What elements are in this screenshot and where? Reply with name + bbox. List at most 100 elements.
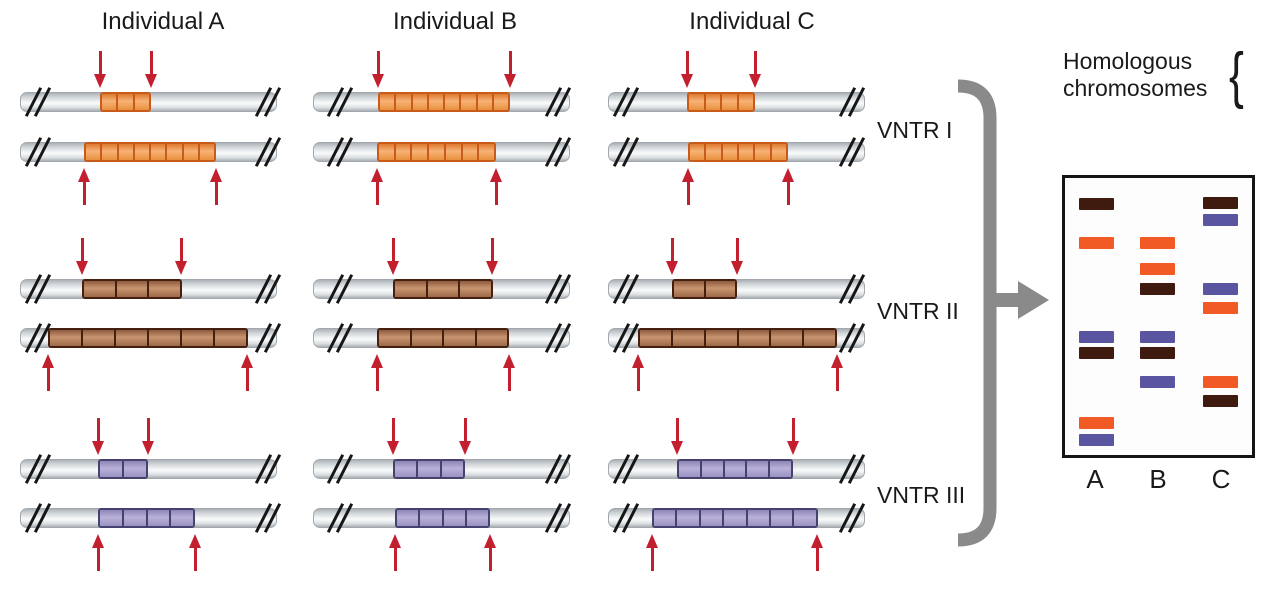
vntr-repeat-unit — [118, 144, 135, 160]
restriction-site-arrow — [93, 51, 107, 88]
gel-band-orange — [1203, 302, 1238, 314]
vntr-repeat-unit — [771, 510, 795, 526]
arrow-head — [209, 168, 222, 182]
vntr-repeat-unit — [183, 144, 200, 160]
vntr-repeat-block — [100, 92, 151, 112]
vntr-repeat-unit — [460, 281, 491, 297]
gel-band-brown — [1203, 197, 1238, 209]
vntr-repeat-unit — [412, 144, 430, 160]
restriction-site-arrow — [209, 168, 223, 205]
arrow-head — [144, 74, 157, 88]
individual-a-title: Individual A — [101, 8, 225, 35]
restriction-site-arrow — [77, 168, 91, 205]
vntr-repeat-unit — [151, 144, 168, 160]
vntr-repeat-unit — [86, 144, 103, 160]
restriction-site-arrow — [483, 534, 497, 571]
gel-band-brown — [1203, 395, 1238, 407]
homologous-line2: chromosomes — [1063, 75, 1208, 101]
arrow-stem — [636, 365, 640, 391]
vntr-i-label: VNTR I — [877, 117, 953, 143]
vntr-repeat-unit — [771, 330, 805, 346]
restriction-site-arrow — [681, 168, 695, 205]
restriction-site-arrow — [670, 418, 684, 455]
vntr-repeat-unit — [418, 461, 442, 477]
gel-band-purple — [1140, 331, 1175, 343]
vntr-repeat-unit — [706, 144, 723, 160]
arrow-head — [786, 441, 799, 455]
chromosome-bar — [20, 459, 277, 479]
vntr-repeat-unit — [134, 144, 151, 160]
arrow-stem — [246, 365, 250, 391]
arrow-stem — [80, 238, 84, 264]
arrow-stem — [670, 238, 674, 264]
restriction-site-arrow — [91, 418, 105, 455]
restriction-site-arrow — [811, 534, 824, 571]
vntr-repeat-unit — [461, 94, 478, 110]
gel-band-brown — [1079, 347, 1114, 359]
vntr-repeat-unit — [493, 94, 508, 110]
gel-band-orange — [1140, 263, 1175, 275]
arrow-head — [370, 354, 383, 368]
arrow-head — [503, 74, 516, 88]
vntr-repeat-unit — [679, 461, 702, 477]
gel-band-purple — [1203, 214, 1238, 226]
arrow-stem — [46, 365, 50, 391]
restriction-site-arrow — [91, 534, 105, 571]
vntr-repeat-block — [395, 508, 491, 528]
arrow-stem — [463, 418, 467, 444]
restriction-site-arrow — [665, 238, 679, 275]
restriction-site-arrow — [371, 51, 385, 88]
arrow-head — [371, 74, 384, 88]
arrow-head — [241, 354, 254, 368]
arrow-head — [91, 534, 104, 548]
arrow-head — [483, 534, 496, 548]
restriction-site-arrow — [370, 354, 384, 391]
vntr-repeat-unit — [444, 330, 477, 346]
restriction-site-arrow — [458, 418, 472, 455]
vntr-repeat-block — [84, 142, 216, 162]
restriction-site-arrow — [748, 51, 762, 88]
vntr-repeat-block — [393, 279, 493, 299]
vntr-repeat-unit — [84, 281, 117, 297]
restriction-site-arrow — [503, 51, 517, 88]
restriction-site-arrow — [144, 51, 158, 88]
gel-band-orange — [1079, 417, 1114, 429]
vntr-repeat-unit — [794, 510, 816, 526]
arrow-head — [486, 261, 499, 275]
vntr-repeat-block — [677, 459, 793, 479]
arrow-head — [811, 534, 824, 548]
arrow-head — [748, 74, 761, 88]
arrow-stem — [791, 418, 795, 444]
vntr-repeat-block — [48, 328, 248, 348]
vntr-repeat-unit — [672, 330, 706, 346]
vntr-repeat-unit — [50, 330, 83, 346]
gel-band-brown — [1140, 347, 1175, 359]
gel-band-orange — [1079, 237, 1114, 249]
arrow-head — [489, 168, 502, 182]
restriction-site-arrow — [680, 51, 694, 88]
arrow-head — [388, 534, 401, 548]
vntr-repeat-unit — [171, 510, 194, 526]
arrow-stem — [180, 238, 184, 264]
vntr-repeat-unit — [412, 94, 429, 110]
restriction-site-arrow — [730, 238, 744, 275]
arrow-stem — [735, 238, 739, 264]
vntr-repeat-unit — [804, 330, 836, 346]
vntr-ii-label: VNTR II — [877, 298, 959, 324]
vntr-repeat-unit — [445, 94, 462, 110]
arrow-stem — [675, 418, 679, 444]
vntr-repeat-unit — [738, 94, 753, 110]
arrow-head — [645, 534, 658, 548]
vntr-repeat-unit — [395, 281, 428, 297]
vntr-repeat-block — [672, 279, 737, 299]
arrow-head — [502, 354, 515, 368]
vntr-repeat-unit — [102, 144, 119, 160]
vntr-repeat-unit — [115, 330, 149, 346]
restriction-site-arrow — [188, 534, 202, 571]
vntr-repeat-unit — [395, 144, 413, 160]
restriction-site-arrow — [75, 238, 89, 275]
vntr-repeat-unit — [640, 330, 673, 346]
vntr-repeat-block — [98, 508, 196, 528]
vntr-repeat-unit — [654, 510, 678, 526]
